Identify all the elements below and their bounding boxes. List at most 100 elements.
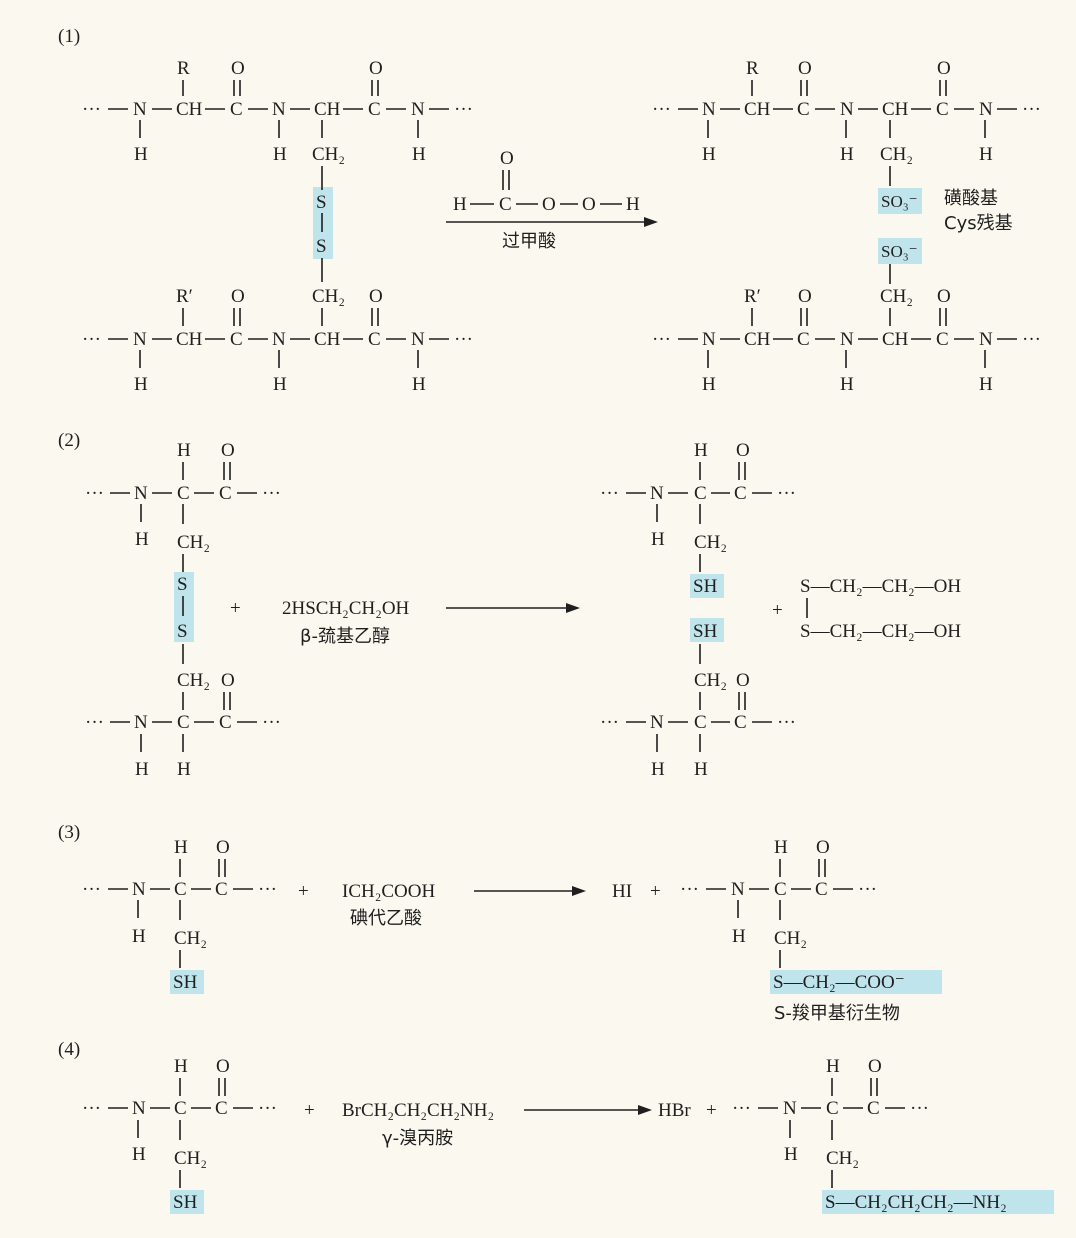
arrow-head-icon — [638, 1105, 652, 1115]
atom-n: N — [702, 99, 716, 120]
atom-ch: CH — [314, 329, 341, 350]
atom-o: O — [798, 58, 812, 79]
reaction-4-label: (4) — [58, 1039, 80, 1060]
reagent-formula: ICH₂COOH — [342, 881, 435, 902]
atom-sh: SH — [173, 972, 198, 993]
atom-h: H — [774, 837, 788, 858]
atom-r: R — [746, 58, 759, 79]
atom-o: O — [231, 286, 245, 307]
atom-c: C — [797, 329, 810, 350]
atom-ch: CH — [882, 99, 909, 120]
chain-dots: ··· — [777, 483, 796, 504]
atom-h: H — [135, 759, 149, 780]
atom-n: N — [650, 483, 664, 504]
atom-n: N — [650, 712, 664, 733]
atom-o: O — [221, 670, 235, 691]
disulfide-highlight — [174, 572, 194, 642]
atom-c: C — [774, 879, 787, 900]
atom-ch2: CH₂ — [312, 144, 345, 165]
atom-ch: CH — [176, 329, 203, 350]
reaction-2-label: (2) — [58, 430, 80, 451]
atom-s: S — [177, 574, 188, 595]
r4-reactant: H O ··· N C C ··· H CH₂ SH — [82, 1056, 277, 1214]
atom-o: O — [216, 837, 230, 858]
atom-r: R — [177, 58, 190, 79]
atom-ch2: CH₂ — [694, 532, 727, 553]
atom-h: H — [132, 926, 146, 947]
atom-n: N — [272, 99, 286, 120]
atom-c: C — [215, 879, 228, 900]
atom-c: C — [694, 712, 707, 733]
atom-o: O — [937, 286, 951, 307]
atom-h: H — [702, 144, 716, 165]
atom-n: N — [133, 99, 147, 120]
atom-h: H — [694, 759, 708, 780]
atom-c: C — [177, 712, 190, 733]
atom-o: O — [231, 58, 245, 79]
disulfide-highlight — [313, 187, 333, 259]
atom-c: C — [936, 99, 949, 120]
r1-reactant-top-chain: ··· N CH C N CH C N ··· R O O H — [82, 58, 473, 165]
atom-h: H — [826, 1056, 840, 1077]
atom-c: C — [230, 99, 243, 120]
byproduct: HI — [612, 881, 632, 902]
chain-dots: ··· — [82, 879, 101, 900]
chain-dots: ··· — [258, 879, 277, 900]
atom-h: H — [135, 529, 149, 550]
atom-h: H — [979, 144, 993, 165]
r1-reagent: O H C O O H 过甲酸 — [446, 148, 658, 252]
plus-sign: + — [298, 881, 309, 902]
atom-o: O — [868, 1056, 882, 1077]
atom-h: H — [273, 144, 287, 165]
atom-h: H — [132, 1144, 146, 1165]
atom-h: H — [177, 440, 191, 461]
atom-c: C — [177, 483, 190, 504]
atom-h: H — [134, 144, 148, 165]
atom-h: H — [177, 759, 191, 780]
cys-residue-note: Cys残基 — [944, 213, 1013, 234]
atom-n: N — [134, 712, 148, 733]
atom-h: H — [840, 144, 854, 165]
atom-n: N — [411, 99, 425, 120]
atom-n: N — [783, 1098, 797, 1119]
plus-sign: + — [304, 1100, 315, 1121]
reagent-formula: 2HSCH₂CH₂OH — [282, 598, 410, 619]
chain-dots: ··· — [262, 712, 281, 733]
atom-sh: SH — [173, 1192, 198, 1213]
chain-dots: ··· — [777, 712, 796, 733]
thiol-highlight — [690, 618, 724, 642]
chain-dots: ··· — [858, 879, 877, 900]
byproduct: HBr — [658, 1100, 691, 1121]
atom-ch2: CH₂ — [177, 670, 210, 691]
r1-product-top-chain: ··· N CH C N CH C N ··· R O O H — [652, 58, 1041, 234]
chain-dots: ··· — [85, 483, 104, 504]
atom-c: C — [174, 1098, 187, 1119]
atom-c: C — [368, 329, 381, 350]
atom-n: N — [979, 99, 993, 120]
atom-c: C — [219, 483, 232, 504]
atom-s: S — [316, 192, 327, 213]
chain-dots: ··· — [454, 99, 473, 120]
atom-h: H — [840, 374, 854, 395]
atom-s: S — [177, 621, 188, 642]
reaction-2: (2) H O ··· N C C ··· H CH₂ S S C — [58, 430, 961, 780]
arrow-head-icon — [566, 603, 580, 613]
arrow-head-icon — [644, 217, 658, 227]
atom-n: N — [134, 483, 148, 504]
r2-reactant: H O ··· N C C ··· H CH₂ S S CH₂ O — [85, 440, 281, 780]
chain-dots: ··· — [1022, 329, 1041, 350]
reaction-3: (3) H O ··· N C C ··· H CH₂ SH + ICH₂COO… — [58, 822, 942, 1024]
chain-dots: ··· — [1022, 99, 1041, 120]
atom-h: H — [174, 837, 188, 858]
thiol-highlight — [170, 970, 204, 994]
chain-dots: ··· — [910, 1098, 929, 1119]
atom-o: O — [736, 670, 750, 691]
atom-n: N — [702, 329, 716, 350]
plus-sign: + — [706, 1100, 717, 1121]
atom-ch2: CH₂ — [174, 1148, 207, 1169]
atom-h: H — [134, 374, 148, 395]
atom-c: C — [174, 879, 187, 900]
atom-c: C — [368, 99, 381, 120]
product-name: S-羧甲基衍生物 — [774, 1003, 900, 1024]
atom-ch2: CH₂ — [880, 286, 913, 307]
